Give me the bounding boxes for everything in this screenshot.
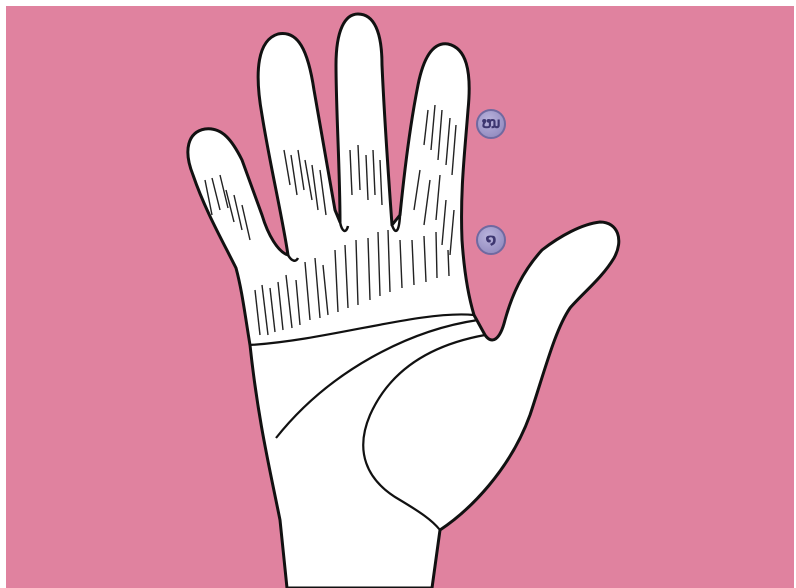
marker-badge-top[interactable]: ໜ xyxy=(476,109,506,139)
circle-badge-icon: ໜ xyxy=(481,116,500,132)
palm-illustration xyxy=(6,6,794,588)
marker-badge-bottom[interactable]: ໑ xyxy=(476,225,506,255)
circle-badge-icon: ໑ xyxy=(486,232,497,248)
